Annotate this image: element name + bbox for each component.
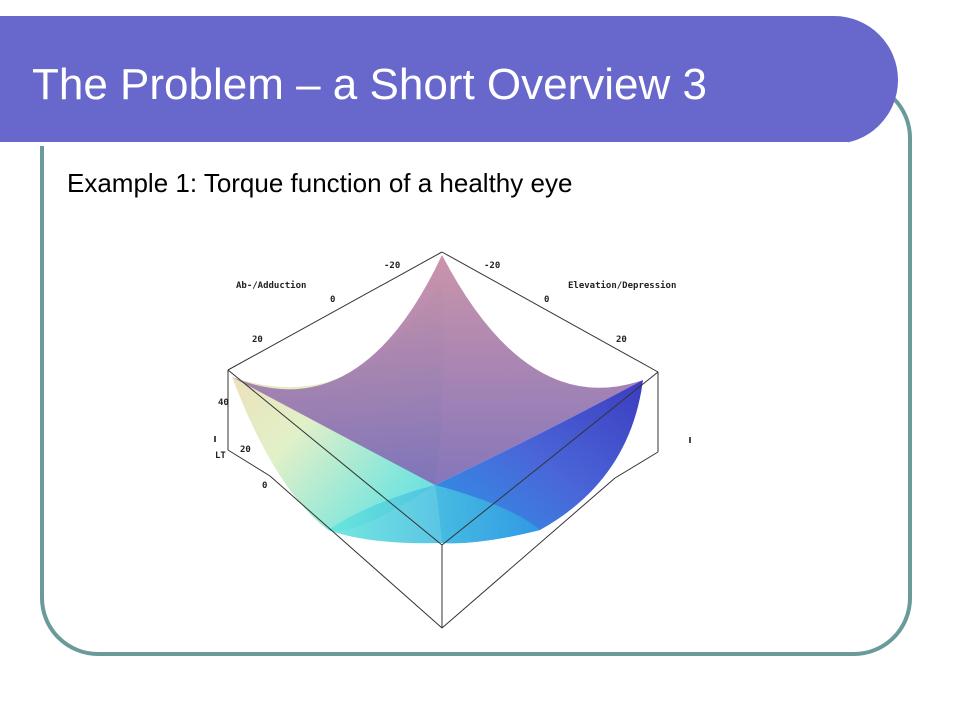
box-front-edges [227, 369, 659, 629]
left-tick-label: -20 [384, 261, 400, 271]
left-tick-label: 20 [252, 335, 263, 345]
left-tick-label: 40 [218, 398, 229, 408]
title-bar: The Problem – a Short Overview 3 [0, 16, 898, 146]
surface-back-sheet [232, 255, 643, 485]
torque-surface-plot: Ab-/Adduction Elevation/Depression LT -2… [214, 251, 691, 629]
vertical-tick-label: 20 [240, 445, 251, 455]
box-back-edges [227, 251, 659, 452]
slide-subtitle: Example 1: Torque function of a healthy … [67, 168, 573, 198]
left-tick-label: 0 [330, 295, 335, 305]
axis-label-elevation-depression: Elevation/Depression [568, 280, 676, 291]
right-tick-label: -20 [484, 261, 500, 271]
axis-label-ab-adduction: Ab-/Adduction [236, 280, 306, 291]
vertical-tick-label: 0 [262, 481, 267, 491]
right-tick-label: 20 [616, 335, 627, 345]
title-underline [0, 142, 848, 146]
surface-bottom-bowl [328, 485, 540, 544]
slide-title: The Problem – a Short Overview 3 [32, 60, 707, 109]
axis-label-vertical: LT [215, 451, 226, 461]
right-tick-label: 0 [544, 295, 549, 305]
